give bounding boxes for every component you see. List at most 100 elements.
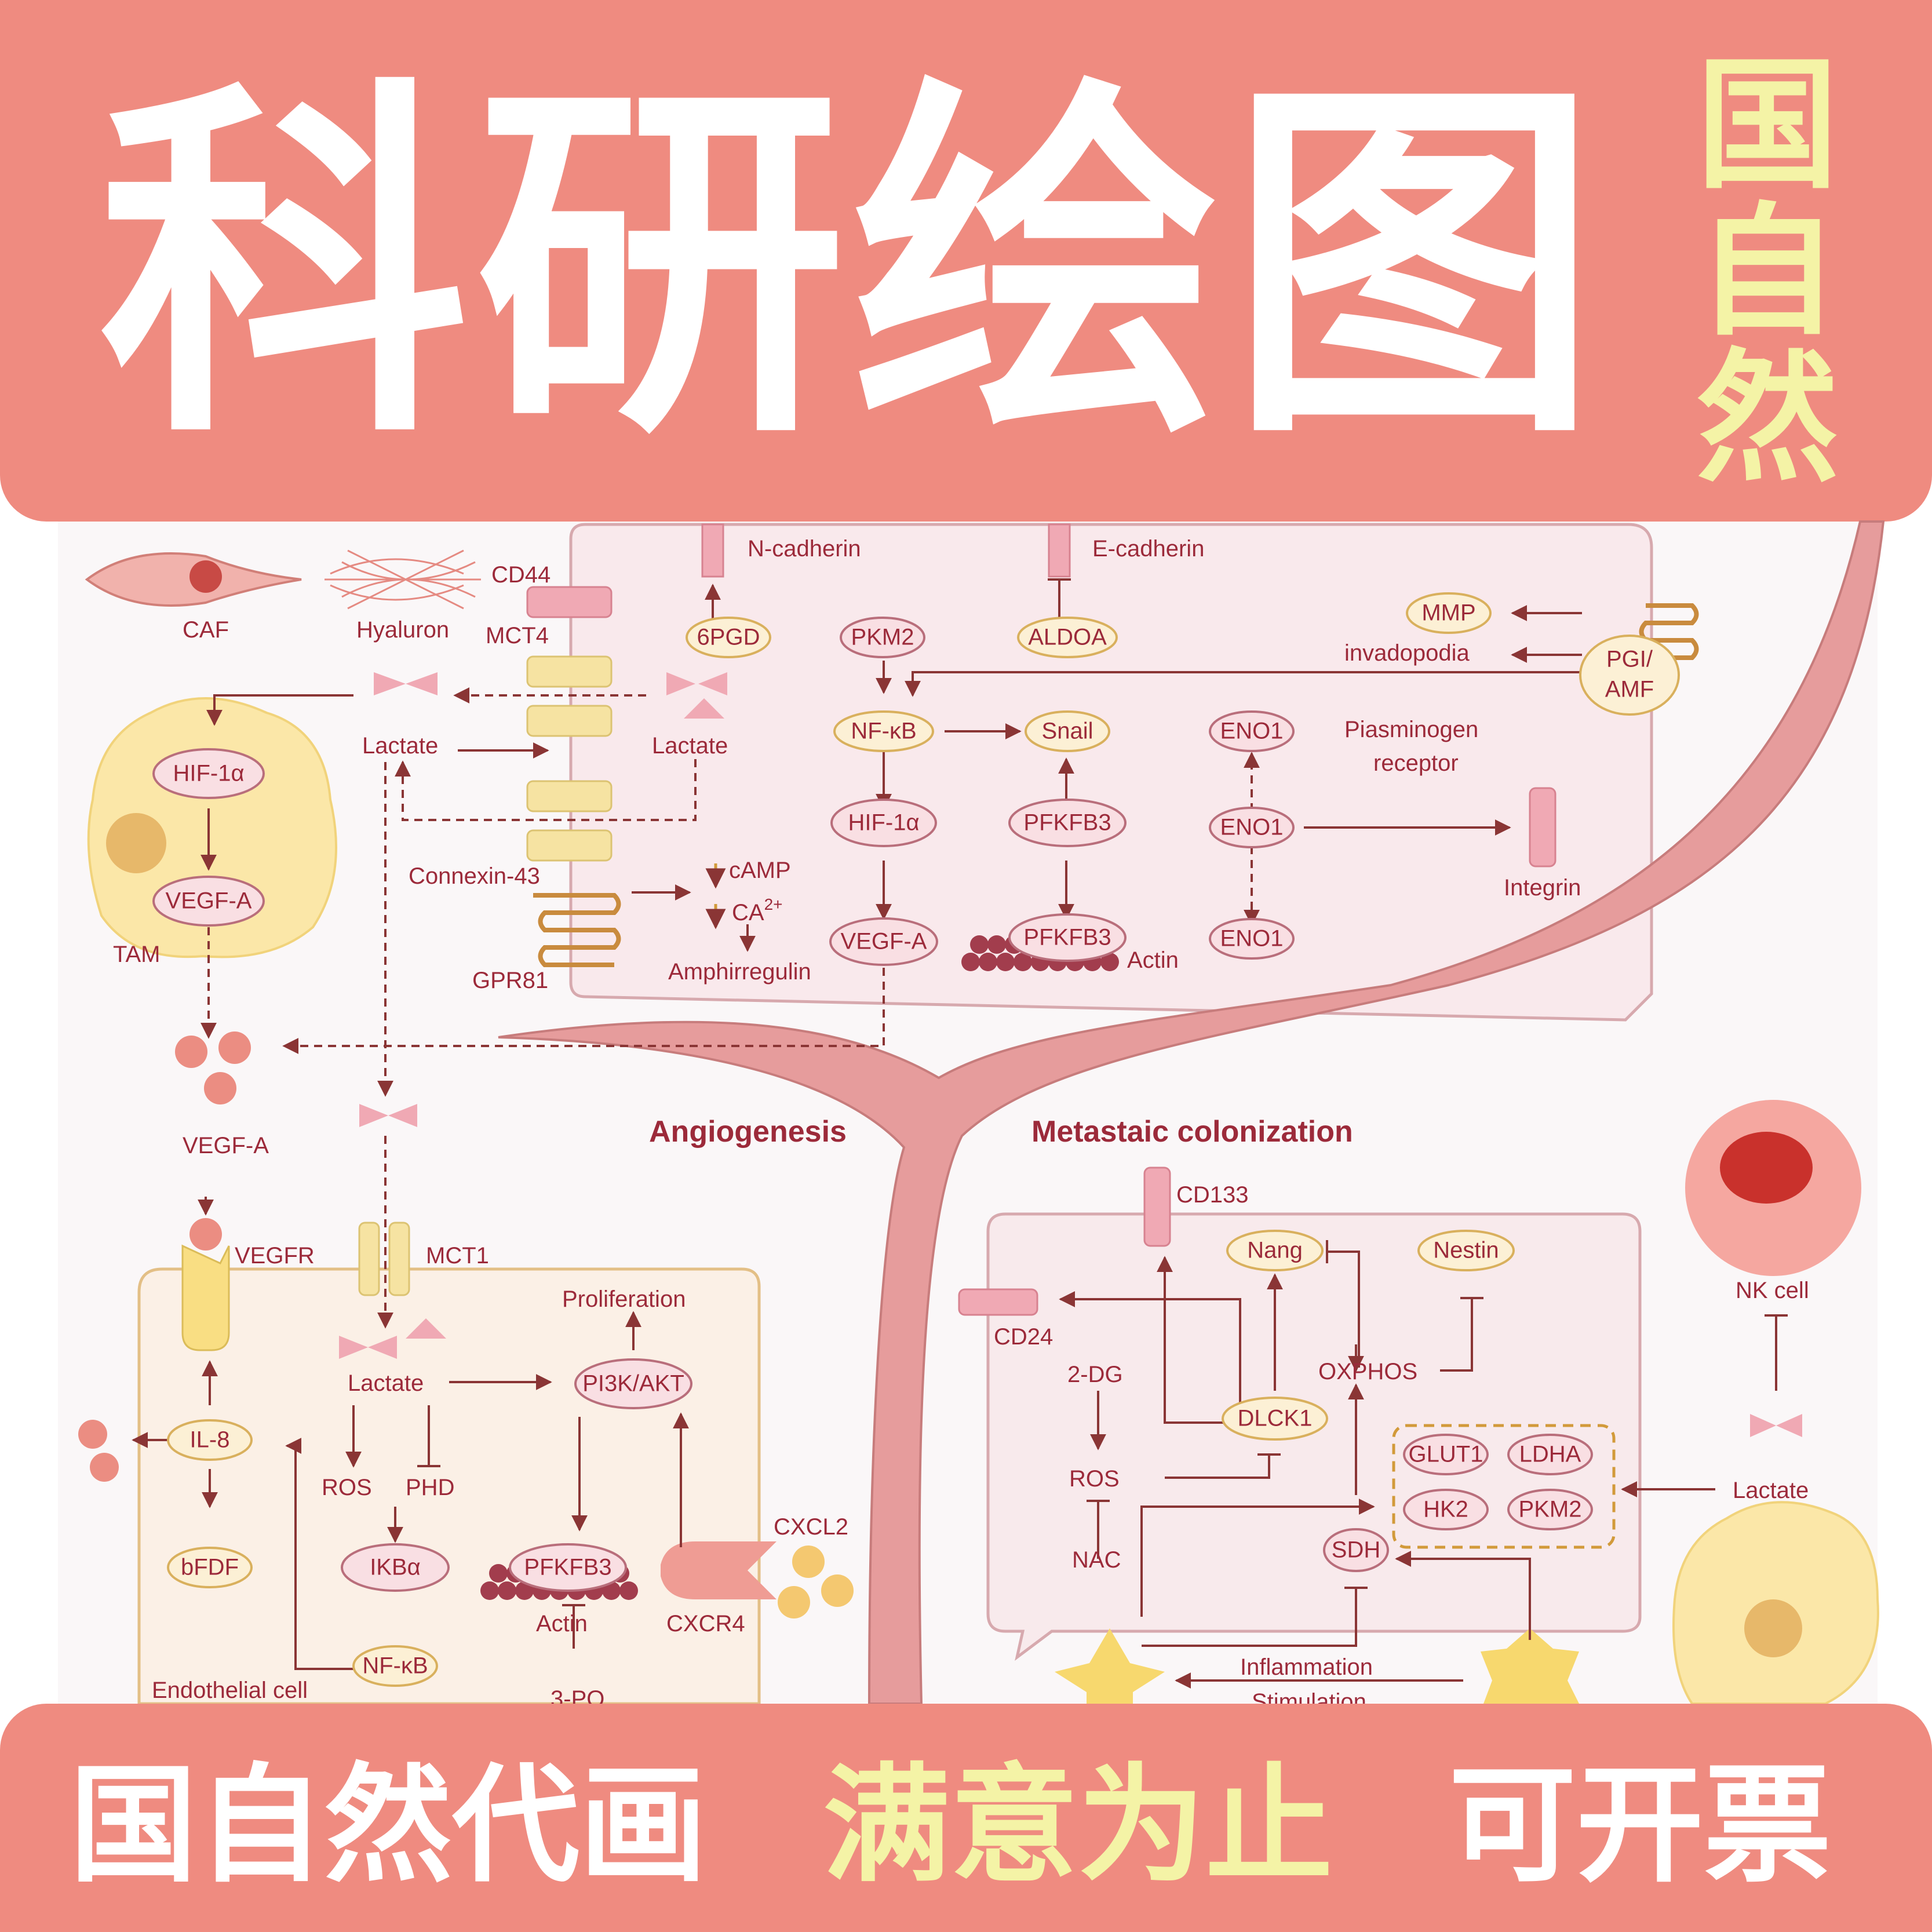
- label-receptor: receptor: [1373, 750, 1459, 776]
- cd133-receptor: [1143, 1167, 1171, 1247]
- node-nfkb-top: NF-κB: [851, 719, 916, 744]
- label-invadopodia: invadopodia: [1344, 640, 1470, 666]
- label-cd24: CD24: [994, 1324, 1053, 1350]
- node-pi3k: PI3K/AKT: [582, 1371, 684, 1397]
- label-camp: cAMP: [729, 858, 791, 883]
- node-nang: Nang: [1247, 1238, 1303, 1263]
- node-6pgd: 6PGD: [697, 625, 760, 650]
- inhibit-lines: [417, 578, 1788, 1649]
- vegf-dots: [78, 1031, 251, 1482]
- node-nestin: Nestin: [1433, 1238, 1499, 1263]
- label-e-cadherin: E-cadherin: [1092, 536, 1204, 562]
- label-cxcl2: CXCL2: [774, 1514, 848, 1540]
- footer-text-2: 满意为止: [823, 1751, 1333, 1900]
- label-lactate-right: Lactate: [652, 733, 728, 759]
- node-glut1: GLUT1: [1409, 1442, 1483, 1467]
- label-lactate-meta: Lactate: [1733, 1478, 1809, 1503]
- glycolysis-box: [1392, 1424, 1616, 1549]
- node-eno1-c: ENO1: [1220, 926, 1284, 952]
- hyaluron-mesh: [325, 549, 481, 610]
- node-pkm2-meta: PKM2: [1519, 1497, 1582, 1522]
- label-actin-top: Actin: [1127, 947, 1179, 973]
- node-pfkfb3-top: PFKFB3: [1023, 810, 1111, 836]
- label-proliferation: Proliferation: [562, 1286, 686, 1312]
- star-cell-right: [1481, 1628, 1579, 1704]
- node-vegfa-top: VEGF-A: [841, 929, 927, 954]
- dashed-arrows: [201, 687, 1260, 1329]
- blood-vessel: [498, 520, 1885, 1705]
- node-nfkb-endo: NF-κB: [362, 1653, 428, 1679]
- node-pkm2: PKM2: [851, 625, 914, 650]
- label-vegfr: VEGFR: [235, 1243, 315, 1268]
- label-ros-endo: ROS: [322, 1475, 372, 1500]
- gpr81-receptor: [533, 893, 621, 967]
- cxcl2-dots: [778, 1545, 854, 1618]
- label-lactate-left: Lactate: [362, 733, 438, 759]
- lactate-icons: [339, 672, 1802, 1437]
- node-hk2: HK2: [1423, 1497, 1468, 1522]
- e-cadherin-receptor: [1048, 523, 1071, 578]
- label-mct4: MCT4: [486, 623, 549, 648]
- label-nac: NAC: [1072, 1547, 1121, 1573]
- label-plasminogen: Piasminogen: [1344, 717, 1478, 742]
- label-cxcr4: CXCR4: [666, 1611, 745, 1636]
- node-hif-top: HIF-1α: [848, 810, 919, 836]
- label-integrin: Integrin: [1504, 875, 1581, 901]
- node-amf: AMF: [1605, 677, 1654, 702]
- label-cd133: CD133: [1176, 1182, 1249, 1208]
- footer-text-1: 国自然代画: [70, 1751, 708, 1900]
- label-ca: CA2+: [732, 895, 783, 925]
- node-snail: Snail: [1042, 719, 1093, 744]
- page-title: 科研绘图: [99, 50, 1605, 482]
- node-pfkfb3-endo: PFKFB3: [524, 1555, 611, 1580]
- node-eno1-b: ENO1: [1220, 815, 1284, 840]
- n-cadherin-receptor: [701, 523, 724, 578]
- mct1-channel: [358, 1222, 410, 1296]
- label-cd44: CD44: [491, 562, 551, 588]
- label-actin-endo: Actin: [536, 1611, 588, 1636]
- tam-right-nucleus: [1744, 1599, 1802, 1657]
- header-banner: [0, 0, 1932, 522]
- node-dlck1: DLCK1: [1238, 1406, 1313, 1431]
- arrows: [132, 584, 1715, 1689]
- star-cell-left: [1055, 1628, 1165, 1704]
- label-endothelial: Endothelial cell: [152, 1678, 308, 1703]
- node-aldoa: ALDOA: [1028, 625, 1107, 650]
- label-gpr81: GPR81: [472, 968, 548, 993]
- mct4-channels: [526, 655, 613, 862]
- node-ikba: IKBα: [370, 1555, 421, 1580]
- label-hyaluron: Hyaluron: [356, 617, 449, 643]
- label-caf: CAF: [183, 617, 229, 643]
- label-amphi: Amphirregulin: [668, 959, 811, 985]
- pgi-amf-receptor: [1639, 603, 1699, 660]
- cd44-receptor: [526, 586, 613, 618]
- cxcr4-receptor: [661, 1541, 777, 1599]
- region-angiogenesis: Angiogenesis: [649, 1115, 847, 1149]
- node-bfdf: bFDF: [181, 1555, 239, 1580]
- nk-nucleus: [1720, 1132, 1813, 1204]
- label-nk-cell: NK cell: [1736, 1278, 1809, 1303]
- node-ldha: LDHA: [1519, 1442, 1581, 1467]
- node-il8: IL-8: [190, 1427, 230, 1453]
- node-vegfa-tam: VEGF-A: [166, 888, 252, 914]
- label-2dg: 2-DG: [1067, 1362, 1123, 1387]
- label-ros-meta: ROS: [1069, 1466, 1120, 1492]
- node-hif-tam: HIF-1α: [173, 761, 244, 786]
- region-metastatic: Metastaic colonization: [1031, 1115, 1353, 1149]
- caf-nucleus: [189, 560, 222, 593]
- node-pgi: PGI/: [1606, 647, 1653, 672]
- label-tam: TAM: [113, 942, 160, 967]
- tam-cell: [87, 697, 337, 958]
- footer-banner: [0, 1704, 1932, 1932]
- footer-text-3: 可开票: [1449, 1751, 1832, 1900]
- integrin-receptor: [1529, 787, 1556, 867]
- label-vegfa: VEGF-A: [183, 1133, 269, 1158]
- node-pfkfb3-actin: PFKFB3: [1023, 925, 1111, 950]
- side-badge: 国自然: [1696, 43, 1839, 501]
- node-sdh: SDH: [1332, 1537, 1380, 1563]
- label-lactate-mid: Lactate: [348, 1370, 424, 1396]
- tumor-cell-panel: [569, 523, 1653, 1022]
- label-connexin: Connexin-43: [409, 863, 540, 889]
- label-phd: PHD: [406, 1475, 454, 1500]
